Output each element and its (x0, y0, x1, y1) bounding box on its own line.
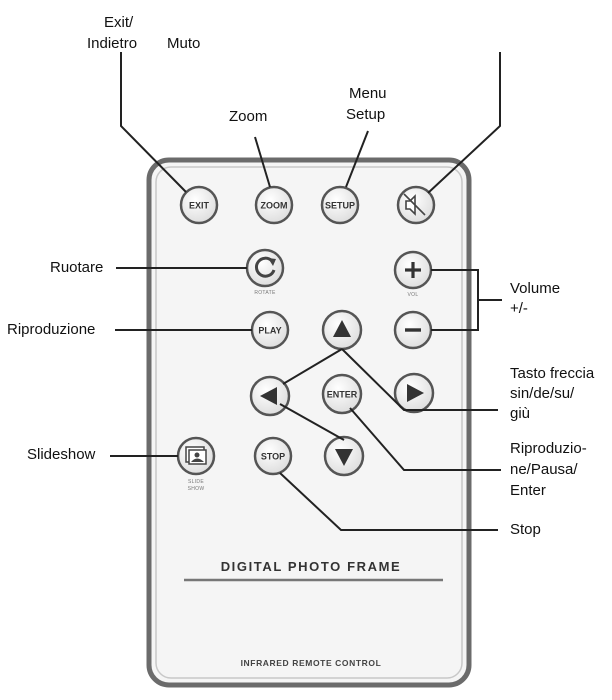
callout-volume-line1: Volume (510, 280, 561, 297)
svg-text:PLAY: PLAY (258, 326, 281, 336)
zoom-button[interactable]: ZOOM (254, 185, 294, 225)
volume-down-button[interactable] (393, 310, 433, 350)
svg-text:ZOOM: ZOOM (261, 201, 288, 211)
svg-text:ENTER: ENTER (327, 390, 358, 400)
mute-icon (403, 193, 426, 216)
callout-exit-line2: Indietro (87, 35, 138, 52)
right-arrow-button[interactable] (393, 372, 435, 414)
leader-arrows-b (282, 348, 343, 385)
slide-small-label-2: SHOW (188, 486, 205, 492)
exit-button[interactable]: EXIT (179, 185, 219, 225)
callout-enter-line3: Enter (510, 482, 546, 499)
callout-slideshow: Slideshow (27, 446, 96, 463)
callout-volume-line2: +/- (510, 300, 528, 317)
callout-arrows-line3: giù (510, 405, 531, 422)
volume-up-button[interactable] (393, 250, 433, 290)
leader-lines (110, 52, 502, 531)
leader-stop (279, 472, 498, 531)
vol-small-label: VOL (408, 292, 419, 298)
enter-button[interactable]: ENTER (321, 373, 363, 415)
leader-mute (427, 52, 501, 194)
callout-stop: Stop (510, 521, 541, 538)
up-arrow-button[interactable] (321, 309, 363, 351)
callout-arrows-line1: Tasto freccia (510, 365, 595, 382)
play-button[interactable]: PLAY (250, 310, 290, 350)
svg-text:EXIT: EXIT (189, 201, 210, 211)
slideshow-button[interactable] (176, 436, 216, 476)
mute-button[interactable] (396, 185, 436, 225)
callout-exit-line1: Exit/ (104, 14, 134, 31)
triangle-down-icon (335, 449, 353, 466)
leader-arrows-a (341, 348, 498, 411)
triangle-up-icon (333, 320, 351, 337)
rotate-button[interactable] (245, 248, 285, 288)
remote-body (146, 157, 472, 688)
callout-zoom: Zoom (229, 108, 268, 125)
leader-zoom (254, 136, 271, 188)
triangle-left-icon (260, 387, 277, 405)
slide-small-label-1: SLIDE (188, 479, 204, 485)
remote-title: DIGITAL PHOTO FRAME (221, 559, 402, 574)
leader-arrows-c (279, 403, 345, 441)
callout-enter-line1: Riproduzio- (510, 440, 587, 457)
callout-play: Riproduzione (7, 321, 96, 338)
stop-button[interactable]: STOP (253, 436, 293, 476)
slideshow-icon (185, 446, 207, 465)
callout-mute: Muto (167, 35, 201, 52)
rotate-icon (254, 256, 276, 278)
callout-menu-line2: Setup (346, 106, 386, 123)
svg-text:STOP: STOP (261, 452, 285, 462)
callout-arrows-line2: sin/de/su/ (510, 385, 575, 402)
svg-text:SETUP: SETUP (325, 201, 355, 211)
left-arrow-button[interactable] (249, 375, 291, 417)
leader-enter (349, 407, 501, 471)
remote-footer: INFRARED REMOTE CONTROL (241, 658, 382, 668)
callout-menu-line1: Menu (349, 85, 387, 102)
triangle-right-icon (407, 384, 424, 402)
plus-icon (405, 262, 421, 278)
down-arrow-button[interactable] (323, 435, 365, 477)
callout-rotate: Ruotare (50, 259, 104, 276)
remote-body-inner (155, 166, 463, 679)
leader-setup (345, 130, 369, 188)
setup-button[interactable]: SETUP (320, 185, 360, 225)
callout-enter-line2: ne/Pausa/ (510, 461, 578, 478)
rotate-small-label: ROTATE (254, 290, 276, 296)
leader-exit (120, 52, 187, 193)
